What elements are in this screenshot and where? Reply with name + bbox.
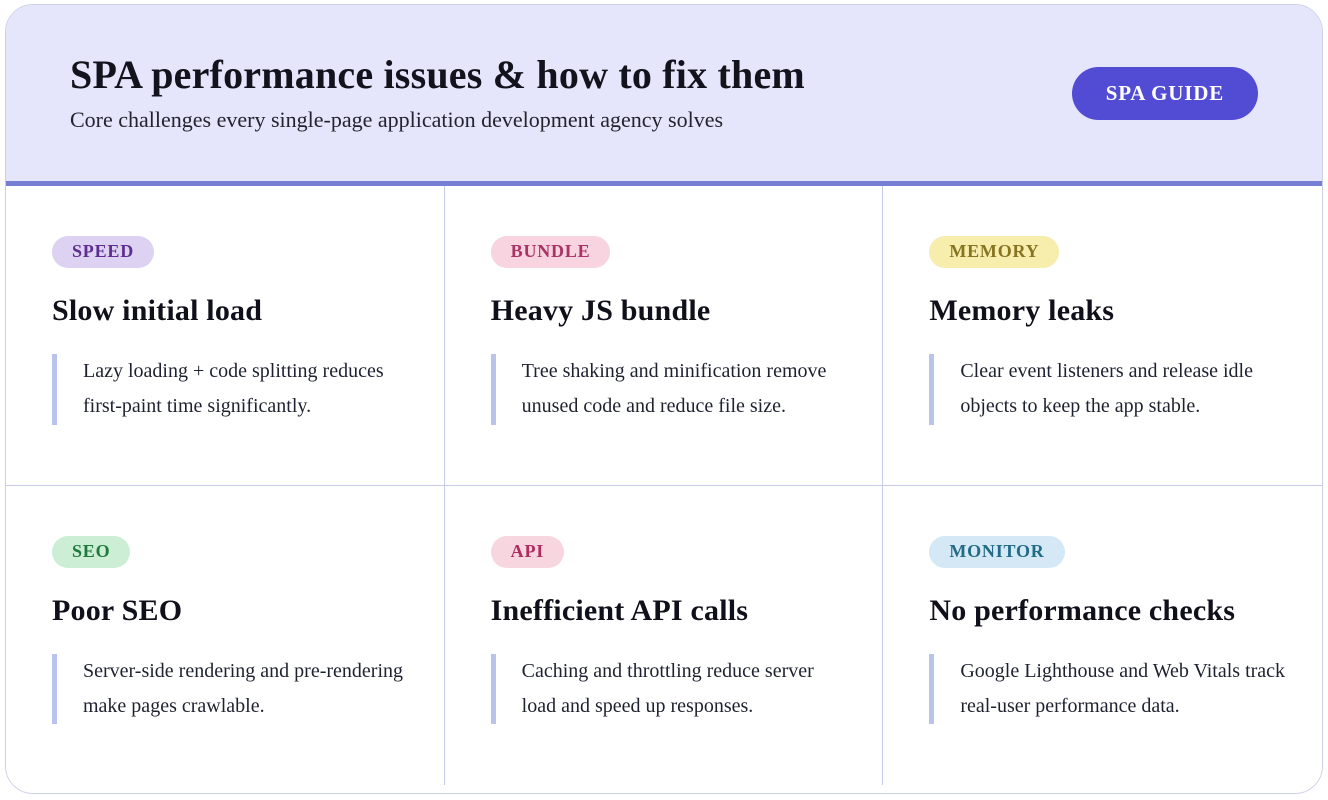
issue-title: Heavy JS bundle bbox=[490, 294, 711, 327]
issue-fix-description: Lazy loading + code splitting reduces fi… bbox=[52, 354, 410, 425]
issue-fix-description: Google Lighthouse and Web Vitals track r… bbox=[929, 653, 1288, 725]
page-title: SPA performance issues & how to fix them bbox=[70, 52, 805, 97]
category-badge: SPEED bbox=[52, 236, 155, 268]
header-text-block: SPA performance issues & how to fix them… bbox=[70, 53, 805, 133]
issue-card: MEMORY Memory leaks Clear event listener… bbox=[883, 186, 1322, 486]
issue-title: Memory leaks bbox=[929, 294, 1115, 327]
issue-fix-description: Tree shaking and minification remove unu… bbox=[490, 354, 849, 425]
issue-title: Slow initial load bbox=[52, 294, 263, 327]
issue-card: API Inefficient API calls Caching and th… bbox=[444, 485, 884, 785]
issue-title: No performance checks bbox=[929, 593, 1236, 627]
poster-header: SPA performance issues & how to fix them… bbox=[6, 5, 1322, 186]
spa-guide-button[interactable]: SPA GUIDE bbox=[1071, 66, 1258, 120]
issue-card: SPEED Slow initial load Lazy loading + c… bbox=[6, 186, 445, 486]
issue-title: Inefficient API calls bbox=[490, 593, 749, 627]
issue-fix-description: Caching and throttling reduce server loa… bbox=[490, 653, 849, 725]
category-badge: MEMORY bbox=[929, 236, 1060, 268]
category-badge: API bbox=[490, 535, 565, 568]
category-badge: BUNDLE bbox=[490, 236, 611, 268]
issue-card: SEO Poor SEO Server-side rendering and p… bbox=[6, 485, 445, 785]
issues-grid: SPEED Slow initial load Lazy loading + c… bbox=[6, 186, 1322, 785]
issue-card: BUNDLE Heavy JS bundle Tree shaking and … bbox=[444, 186, 884, 486]
spa-performance-poster: SPA performance issues & how to fix them… bbox=[5, 4, 1323, 794]
issue-fix-description: Server-side rendering and pre-rendering … bbox=[52, 653, 410, 725]
issue-title: Poor SEO bbox=[52, 593, 183, 627]
category-badge: SEO bbox=[52, 535, 131, 568]
page-subtitle: Core challenges every single-page applic… bbox=[70, 107, 724, 132]
issue-fix-description: Clear event listeners and release idle o… bbox=[929, 354, 1288, 425]
issue-card: MONITOR No performance checks Google Lig… bbox=[883, 485, 1322, 785]
category-badge: MONITOR bbox=[929, 535, 1065, 568]
